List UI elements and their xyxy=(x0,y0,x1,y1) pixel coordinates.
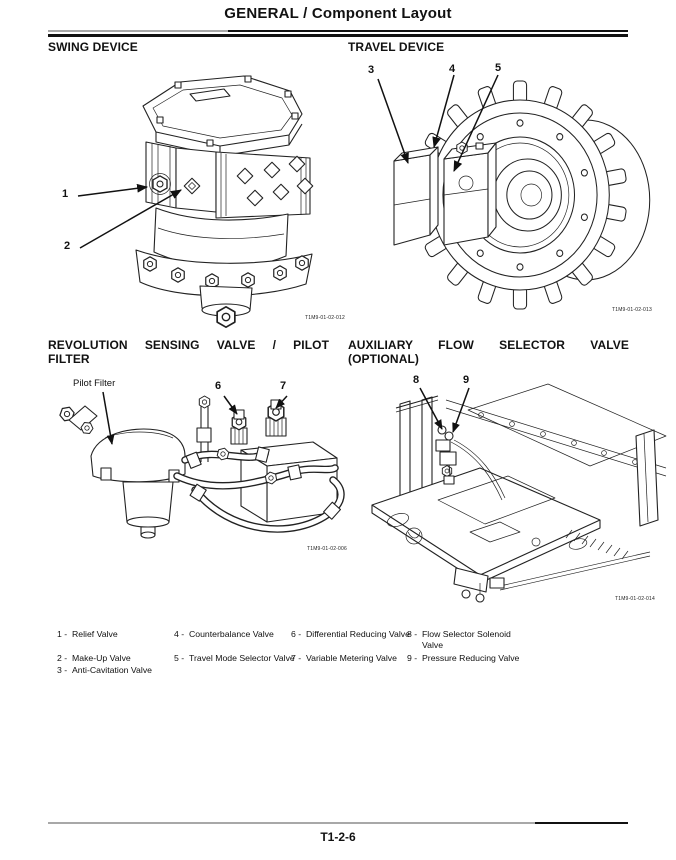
fitting-7 xyxy=(265,399,287,437)
legend-item-8: 8 - Flow Selector Solenoid Valve xyxy=(407,629,511,650)
selector-valve-assembly xyxy=(435,425,506,501)
section-title-auxiliary-line2: (OPTIONAL) xyxy=(348,352,419,366)
figure-id-swing: T1M9-01-02-012 xyxy=(304,315,345,321)
figure-travel-device: 3 4 5 T1M9-01-02-013 xyxy=(348,55,670,323)
page-title: GENERAL / Component Layout xyxy=(224,5,452,22)
legend-item-4: 4 - Counterbalance Valve xyxy=(174,629,274,639)
auxiliary-flow-selector-drawing xyxy=(371,383,667,603)
chassis-frame xyxy=(371,383,667,603)
callout-5: 5 xyxy=(495,62,502,74)
legend-item-5: 5 - Travel Mode Selector Valve xyxy=(174,652,295,663)
page-number: T1-2-6 xyxy=(320,830,356,844)
figure-id-revolution: T1M9-01-02-006 xyxy=(306,546,347,552)
callout-9: 9 xyxy=(463,374,470,386)
callout-7: 7 xyxy=(280,380,287,392)
section-title-auxiliary-line1: AUXILIARY FLOW SELECTOR VALVE xyxy=(348,338,629,352)
travel-valve-blocks xyxy=(393,141,497,246)
section-title-revolution-line2: FILTER xyxy=(48,352,90,366)
bolt-holes xyxy=(452,119,588,271)
legend-item-9: 9 - Pressure Reducing Valve xyxy=(407,652,520,663)
hoses xyxy=(173,446,345,533)
callout-1: 1 xyxy=(62,188,69,200)
auxiliary-leader-lines xyxy=(419,387,470,433)
pilot-filter-label: Pilot Filter xyxy=(73,378,116,389)
legend-item-2: 2 - Make-Up Valve xyxy=(57,652,131,663)
pilot-filter xyxy=(58,404,186,539)
figure-id-auxiliary: T1M9-01-02-014 xyxy=(614,596,655,602)
figure-auxiliary-flow-selector-valve: 8 9 T1M9-01-02-014 xyxy=(350,372,670,606)
figure-swing-device: 1 2 T1M9-01-02-012 xyxy=(48,58,348,328)
swing-motor xyxy=(135,75,314,328)
header-rule-thin xyxy=(48,30,628,32)
revolution-leader-lines xyxy=(102,391,288,445)
legend-item-6: 6 - Differential Reducing Valve xyxy=(291,629,410,639)
section-title-swing-device: SWING DEVICE xyxy=(48,40,138,54)
swing-leader-lines xyxy=(77,183,182,249)
figure-id-travel: T1M9-01-02-013 xyxy=(611,307,652,313)
callout-4: 4 xyxy=(449,63,456,75)
header-rule-thick xyxy=(48,34,628,37)
section-title-travel-device: TRAVEL DEVICE xyxy=(348,40,445,54)
port-diamonds xyxy=(236,155,314,207)
fitting-6 xyxy=(230,409,248,445)
legend-item-3: 3 - Anti-Cavitation Valve xyxy=(57,665,152,676)
legend-item-7: 7 - Variable Metering Valve xyxy=(291,652,397,663)
callout-2: 2 xyxy=(64,240,71,252)
footer-rule xyxy=(48,822,628,824)
travel-leader-lines xyxy=(377,74,499,172)
callout-8: 8 xyxy=(413,374,420,386)
swing-device-drawing xyxy=(77,75,314,328)
legend: 1 - Relief Valve 4 - Counterbalance Valv… xyxy=(57,629,622,676)
section-title-revolution-line1: REVOLUTION SENSING VALVE / PILOT xyxy=(48,338,329,352)
callout-6: 6 xyxy=(215,380,222,392)
travel-device-drawing xyxy=(377,74,651,310)
callout-3: 3 xyxy=(368,64,375,76)
revolution-sensing-valve-drawing xyxy=(58,391,345,539)
figure-revolution-sensing-valve: Pilot Filter 6 7 T1M9-01-02-006 xyxy=(45,372,347,558)
legend-item-1: 1 - Relief Valve xyxy=(57,629,118,639)
